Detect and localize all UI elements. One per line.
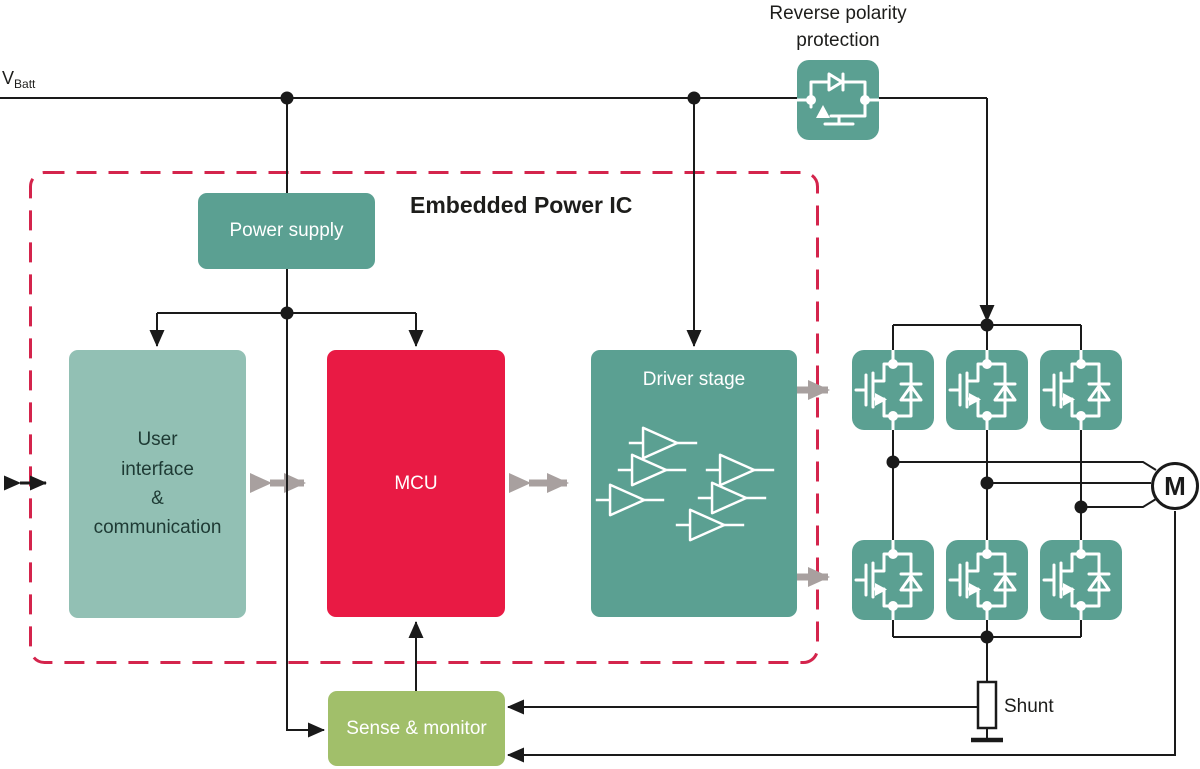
mosfet-icon (946, 540, 1028, 620)
mosfet-icon (946, 350, 1028, 430)
junction-dot (886, 455, 900, 469)
mosfet-icon (852, 540, 934, 620)
junction-dot (980, 630, 994, 644)
reverse-polarity-label: Reverse polarity protection (769, 3, 907, 51)
user-interface-label: User interface & communication (93, 429, 222, 539)
bridge-bottom-bus (892, 620, 1082, 682)
shunt-label: Shunt (1004, 696, 1054, 717)
amplifier-icon (697, 481, 767, 515)
junction-dot (280, 306, 294, 320)
amplifier-icon (617, 453, 687, 487)
vbatt-label: VBatt (2, 68, 36, 91)
user-interface-block: User interface & communication (69, 350, 246, 618)
junction-dot (980, 476, 994, 490)
bridge-switch-lowside-w (1040, 540, 1122, 620)
junction-dot (980, 318, 994, 332)
embedded-power-ic-boundary (29, 171, 819, 664)
motor-feedback-line (507, 511, 1176, 763)
reverse-polarity-mosfet-icon (797, 60, 879, 140)
motor-node: M (1151, 462, 1199, 510)
bridge-switch-lowside-u (852, 540, 934, 620)
amplifier-icon (595, 483, 665, 517)
amplifier-icon (628, 426, 698, 460)
driver-stage-label: Driver stage (642, 369, 746, 390)
power-supply-block: Power supply (198, 193, 375, 269)
junction-dot (687, 91, 701, 105)
shunt-group (971, 680, 1003, 743)
phase-w-to-motor (1081, 498, 1157, 508)
reverse-polarity-protection-block (797, 60, 879, 140)
driver-stage-block: Driver stage (591, 350, 797, 617)
power-supply-label: Power supply (229, 220, 344, 242)
sense-monitor-block: Sense & monitor (328, 691, 505, 766)
mcu-block: MCU (327, 350, 505, 617)
bridge-switch-highside-v (946, 350, 1028, 430)
bridge-switch-lowside-v (946, 540, 1028, 620)
bridge-switch-highside-w (1040, 350, 1122, 430)
sense-monitor-label: Sense & monitor (346, 717, 487, 739)
mosfet-icon (852, 350, 934, 430)
mosfet-icon (1040, 540, 1122, 620)
amplifier-icon (705, 453, 775, 487)
mosfet-icon (1040, 350, 1122, 430)
gray-bus-arrows (250, 380, 830, 587)
amplifier-icon (675, 508, 745, 542)
diagram-title: Embedded Power IC (410, 192, 633, 218)
junction-dots (280, 91, 1088, 644)
junction-dot (280, 91, 294, 105)
shunt-resistor-icon (976, 680, 998, 730)
bridge-switch-highside-u (852, 350, 934, 430)
motor-label: M (1164, 470, 1186, 501)
mcu-label: MCU (394, 472, 438, 494)
junction-dot (1074, 500, 1088, 514)
phase-u-to-motor (893, 461, 1157, 471)
